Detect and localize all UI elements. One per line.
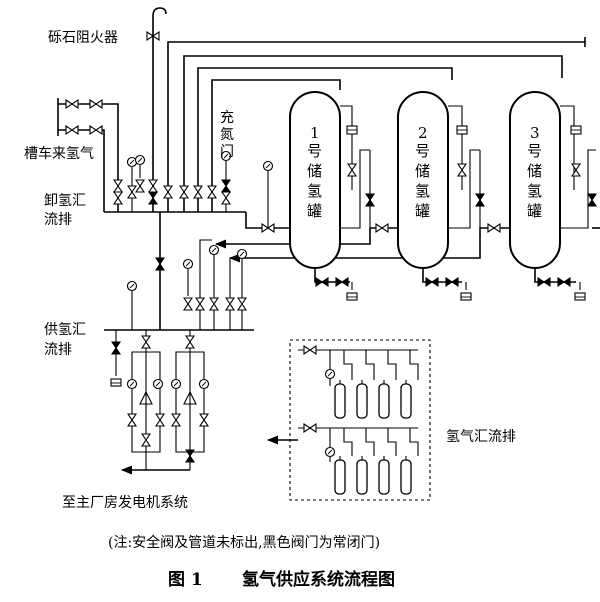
nitrogen-inlet-label-2: 氮 — [220, 127, 234, 143]
tank-2-number: 2 — [418, 124, 428, 142]
tank-1-char-1: 号 — [307, 142, 322, 160]
tank-1-char-3: 氢 — [307, 182, 322, 200]
tank-feed-lines — [214, 160, 600, 263]
unload-manifold-valves — [113, 150, 232, 212]
tanker-supply-label: 槽车来氢气 — [24, 145, 94, 162]
lower-cylinder-bank — [334, 428, 419, 495]
tank-2-char-2: 储 — [415, 162, 430, 180]
tank-3-char-4: 罐 — [527, 202, 542, 220]
top-header-pipes — [152, 7, 586, 212]
tank-2-char-4: 罐 — [415, 202, 430, 220]
tank-1-body — [289, 91, 341, 269]
figure-number: 图 1 — [168, 570, 203, 590]
tank-2: 2 号 储 氢 罐 — [397, 91, 485, 301]
nitrogen-inlet-label-1: 充 — [220, 110, 234, 126]
figure-title: 氢气供应系统流程图 — [242, 569, 395, 590]
tanker-valve-2-icon — [89, 99, 103, 109]
unload-manifold-label-1: 卸氢汇 — [44, 193, 86, 209]
tank-3-number: 3 — [530, 124, 540, 142]
tank-1-char-2: 储 — [307, 162, 322, 180]
tank-3-char-2: 储 — [527, 162, 542, 180]
nitrogen-inlet-label-3: 门 — [220, 144, 234, 160]
supply-drain — [110, 330, 122, 387]
regulator-station-right — [170, 330, 210, 470]
unload-manifold-label-2: 流排 — [44, 212, 72, 228]
diagram-note: (注:安全阀及管道未标出,黑色阀门为常闭门) — [108, 534, 380, 551]
tank-1: 1 号 储 氢 罐 — [289, 91, 375, 301]
tank-3: 3 号 储 氢 罐 — [509, 91, 597, 301]
tank-3-char-3: 氢 — [527, 182, 542, 200]
manifold-connector — [155, 212, 165, 330]
to-generator-label: 至主厂房发电机系统 — [62, 495, 188, 511]
supply-manifold-label-2: 流排 — [44, 342, 72, 358]
tank-2-body — [397, 91, 449, 269]
supply-manifold-branches — [126, 239, 248, 330]
tank-2-char-1: 号 — [415, 142, 430, 160]
upper-cylinder-bank — [334, 350, 419, 419]
tank-1-char-4: 罐 — [307, 202, 322, 220]
tank-1-number: 1 — [310, 124, 320, 142]
tanker-valve-1-icon — [65, 99, 79, 109]
tank-2-char-3: 氢 — [415, 182, 430, 200]
flame-arrester-label: 砾石阻火器 — [48, 30, 118, 46]
supply-manifold-label-1: 供氢汇 — [44, 322, 86, 338]
hydrogen-manifold-label: 氢气汇流排 — [446, 429, 516, 445]
cylinder-manifold — [266, 339, 431, 501]
tank-3-char-1: 号 — [527, 142, 542, 160]
regulator-station-left — [126, 330, 165, 470]
tanker-valve-3-icon — [65, 125, 79, 135]
tanker-valve-4-icon — [89, 125, 103, 135]
tank-3-body — [509, 91, 561, 269]
